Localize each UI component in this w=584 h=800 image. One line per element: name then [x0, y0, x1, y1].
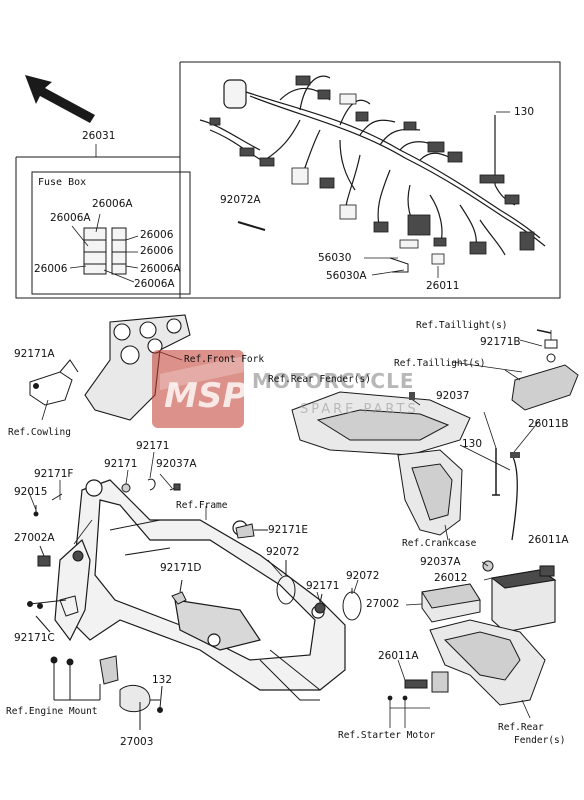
leader-lines-bottom — [27, 339, 543, 603]
part-26011A-bottom: 26011A — [378, 650, 419, 662]
ref-rear-fender-bottom-1: Ref.Rear — [498, 722, 544, 733]
front-fork-bracket — [84, 314, 191, 421]
part-92037A-right: 92037A — [420, 556, 461, 568]
ref-cowling: Ref.Cowling — [8, 427, 71, 438]
harness-frame — [15, 61, 561, 299]
part-56030A: 56030A — [326, 270, 367, 282]
starter-relay-part — [404, 671, 449, 693]
part-92171-c: 92171 — [306, 580, 340, 592]
clamps — [27, 478, 362, 730]
crankcase-bracket — [397, 449, 463, 536]
part-27003: 27003 — [120, 736, 154, 748]
rear-fender-part — [291, 391, 471, 456]
fuse-box-frame — [31, 171, 191, 295]
logo-text-1: MOTORCYCLE — [252, 369, 415, 393]
ref-taillight-1: Ref.Taillight(s) — [416, 320, 508, 331]
part-26006-left: 26006 — [34, 263, 68, 275]
ecu-part — [421, 583, 481, 623]
part-132: 132 — [152, 674, 173, 686]
part-92171B: 92171B — [480, 336, 521, 348]
leader-lines-top — [95, 111, 510, 278]
battery-cable-b — [511, 454, 518, 541]
ref-taillight-2: Ref.Taillight(s) — [394, 358, 486, 369]
part-56030: 56030 — [318, 252, 352, 264]
part-26006A-bottom: 26006A — [134, 278, 175, 290]
part-92037A-top: 92037A — [156, 458, 197, 470]
logo-text-2: SPARE PARTS — [300, 402, 419, 417]
part-26031: 26031 — [82, 130, 116, 142]
ref-starter-motor: Ref.Starter Motor — [338, 730, 436, 741]
part-92171C: 92171C — [14, 632, 55, 644]
part-27002A: 27002A — [14, 532, 55, 544]
part-130-mid: 130 — [462, 438, 483, 450]
part-26011: 26011 — [426, 280, 460, 292]
ref-frame: Ref.Frame — [176, 500, 228, 511]
front-direction-arrow-icon — [25, 75, 95, 123]
fuse-box-title: Fuse Box — [38, 177, 87, 188]
part-92171D: 92171D — [160, 562, 202, 574]
ref-crankcase: Ref.Crankcase — [402, 538, 477, 549]
taillight-part — [511, 339, 579, 411]
part-92171A: 92171A — [14, 348, 55, 360]
part-92037: 92037 — [436, 390, 470, 402]
ref-engine-mount: Ref.Engine Mount — [6, 706, 98, 717]
part-92015: 92015 — [14, 486, 48, 498]
part-26006A-r3: 26006A — [140, 263, 181, 275]
part-92072A: 92072A — [220, 194, 261, 206]
ref-front-fork: Ref.Front Fork — [184, 354, 265, 365]
part-92171-a: 92171 — [136, 440, 170, 452]
part-130-top: 130 — [514, 106, 535, 118]
battery-case-part — [429, 619, 546, 706]
logo-brand: MSP — [164, 376, 248, 416]
part-27002: 27002 — [366, 598, 400, 610]
part-92171-b: 92171 — [104, 458, 138, 470]
fuse-leader-lines — [69, 213, 139, 283]
cowling-bracket — [29, 359, 79, 406]
part-26012: 26012 — [434, 572, 468, 584]
part-26011B: 26011B — [528, 418, 569, 430]
main-harness — [199, 75, 546, 256]
part-26006-r2: 26006 — [140, 245, 174, 257]
part-26006-r1: 26006 — [140, 229, 174, 241]
msp-logo — [152, 350, 244, 428]
fuse-block — [83, 227, 127, 275]
ref-rear-fender-bottom-2: Fender(s) — [514, 735, 566, 746]
part-26006A-top: 26006A — [92, 198, 133, 210]
part-92072-b: 92072 — [346, 570, 380, 582]
part-26011A-right: 26011A — [528, 534, 569, 546]
main-frame-part — [54, 479, 346, 691]
harness-connectors — [209, 75, 535, 265]
part-92171F: 92171F — [34, 468, 74, 480]
frame-details — [109, 519, 321, 701]
part-92072-a: 92072 — [266, 546, 300, 558]
part-26006A-left: 26006A — [50, 212, 91, 224]
part-92171E: 92171E — [268, 524, 309, 536]
ref-rear-fender-top: Ref.Rear Fender(s) — [268, 374, 371, 385]
